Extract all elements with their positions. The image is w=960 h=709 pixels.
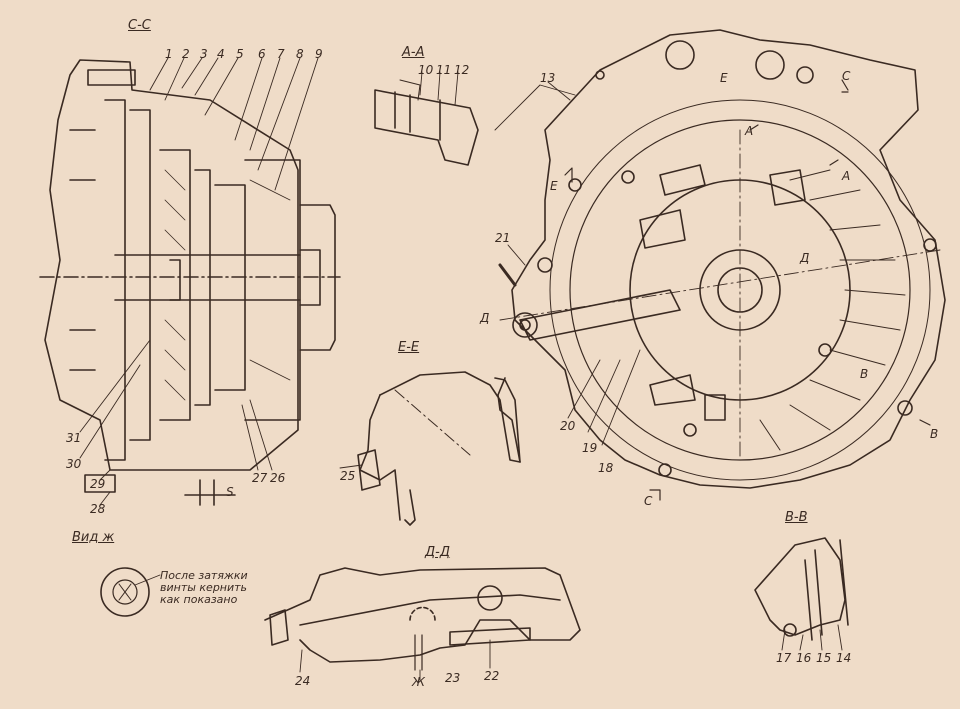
marker-c-bottom: С [644,494,653,508]
main-housing-view [494,29,946,501]
callout-12: 12 [454,63,470,77]
callout-20: 20 [560,419,576,433]
callout-8: 8 [296,47,304,61]
marker-d-right: Д [800,251,810,265]
callout-23: 23 [445,671,461,685]
callout-17: 17 [776,651,792,665]
view-title-zh: Вид ж [72,530,115,545]
callout-31: 31 [66,431,82,445]
section-title-ee: Е-Е [398,340,420,355]
callout-1: 1 [165,47,173,61]
section-vv-drawing [754,537,849,651]
section-aa-drawing [374,71,479,166]
callout-9: 9 [315,47,323,61]
marker-e-top: Е [720,71,728,85]
callout-27: 27 [252,471,268,485]
callout-26: 26 [270,471,286,485]
section-title-aa: А-А [402,45,425,60]
callout-18: 18 [598,461,614,475]
section-title-cc: С-С [128,18,151,33]
callout-7: 7 [277,47,285,61]
callout-21: 21 [495,231,511,245]
callout-13: 13 [540,71,556,85]
section-title-dd: Д-Д [425,545,451,560]
callout-16: 16 [796,651,812,665]
marker-zh: Ж [412,675,425,689]
section-title-vv: В-В [785,510,808,525]
callout-10: 10 [418,63,434,77]
callout-3: 3 [200,47,208,61]
section-cc-drawing [39,57,341,506]
marker-b-right: В [930,427,939,441]
callout-15: 15 [816,651,832,665]
callout-4: 4 [217,47,225,61]
callout-29: 29 [90,477,106,491]
callout-30: 30 [66,457,82,471]
marker-e-left: Е [550,179,558,193]
marker-a-top: А [745,124,754,138]
view-zh-drawing [100,567,161,617]
callout-5: 5 [236,47,244,61]
callout-6: 6 [258,47,266,61]
callout-28: 28 [90,502,106,516]
marker-d-left: Д [480,311,490,325]
callout-22: 22 [484,669,500,683]
callout-2: 2 [182,47,190,61]
callout-25: 25 [340,469,356,483]
marker-c-top: С [842,69,851,83]
callout-14: 14 [836,651,852,665]
tightening-note: После затяжки винты кернить как показано [160,569,248,606]
callout-11: 11 [436,63,452,77]
callout-19: 19 [582,441,598,455]
section-ee-drawing [339,371,521,526]
marker-b-mid: В [860,367,869,381]
section-dd-drawing [264,567,581,681]
marker-a-right: А [842,169,851,183]
callout-24: 24 [295,674,311,688]
marker-s: S [226,485,234,499]
